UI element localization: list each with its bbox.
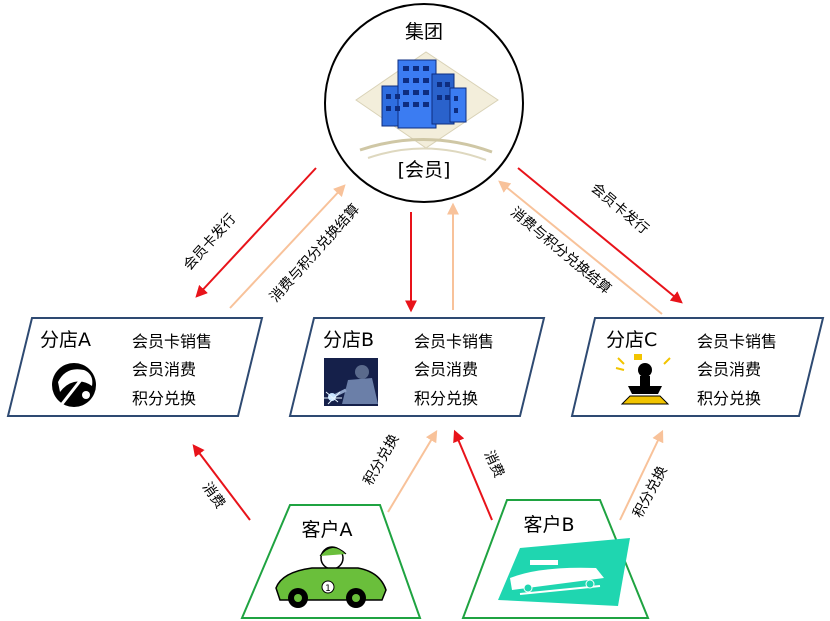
store-a-fn-redeem: 积分兑换 xyxy=(132,389,196,408)
group-node: 集团 [会员] xyxy=(325,4,523,202)
card-issue-label-a: 会员卡发行 xyxy=(181,211,240,274)
customer-a: 客户A 1 xyxy=(242,505,420,618)
welder-icon xyxy=(324,358,378,406)
store-a-name: 分店A xyxy=(40,329,91,351)
svg-text:1: 1 xyxy=(325,584,331,594)
store-c-fn-consume: 会员消费 xyxy=(697,360,761,379)
customer-a-name: 客户A xyxy=(302,519,353,541)
consume-arrow-a xyxy=(194,446,250,520)
store-c: 分店C 会员卡销售 会员消费 积分兑换 xyxy=(572,318,823,416)
store-b: 分店B 会员卡销售 会员消费 积分兑换 xyxy=(290,318,544,416)
customer-b-name: 客户B xyxy=(523,514,574,536)
member-label: [会员] xyxy=(398,159,451,181)
store-c-name: 分店C xyxy=(606,329,657,351)
store-a: 分店A 会员卡销售 会员消费 积分兑换 xyxy=(8,318,262,416)
store-a-fn-consume: 会员消费 xyxy=(132,360,196,379)
consume-arrow-b xyxy=(455,432,492,520)
consume-label-b: 消费 xyxy=(480,448,506,480)
redeem-label-a: 积分兑换 xyxy=(360,431,403,488)
store-c-fn-card-sale: 会员卡销售 xyxy=(697,332,777,351)
settle-label-c: 消费与积分兑换结算 xyxy=(507,204,614,298)
store-c-fn-redeem: 积分兑换 xyxy=(697,389,761,408)
redeem-label-b: 积分兑换 xyxy=(629,463,670,520)
store-a-fn-card-sale: 会员卡销售 xyxy=(132,332,212,351)
group-title: 集团 xyxy=(405,21,443,43)
store-b-fn-consume: 会员消费 xyxy=(414,360,478,379)
store-b-name: 分店B xyxy=(323,329,374,351)
store-b-fn-card-sale: 会员卡销售 xyxy=(414,332,494,351)
settle-arrow-c xyxy=(500,182,662,314)
helmet-tool-icon xyxy=(52,363,96,407)
store-b-fn-redeem: 积分兑换 xyxy=(414,389,478,408)
card-issue-label-c: 会员卡发行 xyxy=(588,180,652,237)
